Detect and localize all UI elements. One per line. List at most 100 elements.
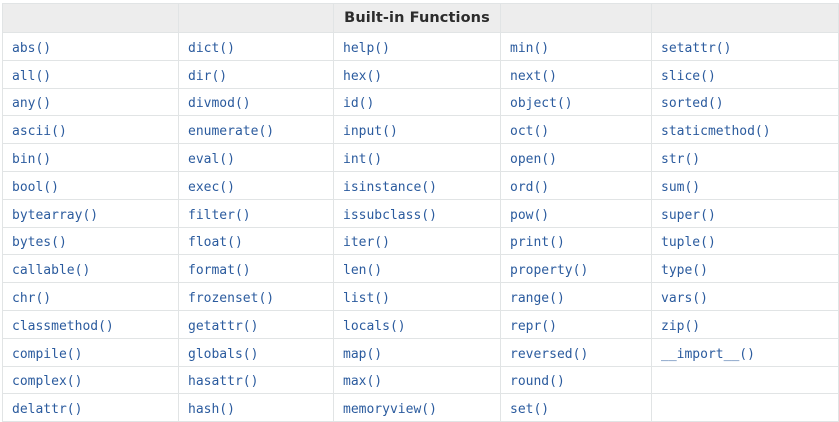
- builtin-function-link[interactable]: bin(): [12, 152, 52, 168]
- builtin-function-link[interactable]: input(): [343, 124, 398, 140]
- builtin-function-link[interactable]: delattr(): [12, 402, 83, 418]
- builtin-function-link[interactable]: help(): [343, 40, 390, 56]
- table-row: callable() format() len() property() type(): [2, 254, 839, 284]
- table-cell: isinstance(): [333, 170, 501, 200]
- builtin-function-link[interactable]: eval(): [188, 152, 235, 168]
- builtin-function-link[interactable]: dir(): [188, 68, 228, 84]
- builtin-function-link[interactable]: next(): [510, 68, 557, 84]
- builtin-function-link[interactable]: __import__(): [661, 346, 755, 362]
- builtin-function-link[interactable]: format(): [188, 263, 251, 279]
- table-cell: [651, 365, 839, 395]
- builtin-function-link[interactable]: staticmethod(): [661, 124, 771, 140]
- builtin-function-link[interactable]: tuple(): [661, 235, 716, 251]
- table-cell: zip(): [651, 309, 839, 339]
- table-cell: list(): [333, 282, 501, 311]
- builtin-function-link[interactable]: bytearray(): [12, 207, 99, 223]
- table-row: bin() eval() int() open() str(): [2, 143, 839, 172]
- table-cell: setattr(): [651, 32, 839, 61]
- table-cell: format(): [178, 254, 334, 284]
- builtin-function-link[interactable]: min(): [510, 40, 550, 56]
- builtin-function-link[interactable]: zip(): [661, 318, 701, 334]
- builtin-function-link[interactable]: hash(): [188, 402, 235, 418]
- table-cell: frozenset(): [178, 282, 334, 311]
- builtin-function-link[interactable]: pow(): [510, 207, 550, 223]
- builtin-function-link[interactable]: globals(): [188, 346, 259, 362]
- builtin-function-link[interactable]: frozenset(): [188, 291, 275, 307]
- table-cell: reversed(): [500, 337, 652, 367]
- builtin-function-link[interactable]: ord(): [510, 179, 550, 195]
- table-cell: len(): [333, 254, 501, 284]
- builtin-function-link[interactable]: object(): [510, 96, 573, 112]
- table-row: delattr() hash() memoryview() set(): [2, 393, 839, 422]
- table-row: bytes() float() iter() print() tuple(): [2, 226, 839, 256]
- builtin-function-link[interactable]: list(): [343, 291, 390, 307]
- builtin-function-link[interactable]: hasattr(): [188, 374, 259, 390]
- builtin-function-link[interactable]: hex(): [343, 68, 383, 84]
- builtin-function-link[interactable]: compile(): [12, 346, 83, 362]
- builtin-function-link[interactable]: bool(): [12, 179, 59, 195]
- table-cell: sum(): [651, 170, 839, 200]
- builtin-function-link[interactable]: type(): [661, 263, 708, 279]
- builtin-function-link[interactable]: map(): [343, 346, 383, 362]
- builtin-function-link[interactable]: oct(): [510, 124, 550, 140]
- builtin-function-link[interactable]: getattr(): [188, 318, 259, 334]
- builtin-function-link[interactable]: issubclass(): [343, 207, 437, 223]
- builtin-function-link[interactable]: float(): [188, 235, 243, 251]
- builtin-function-link[interactable]: bytes(): [12, 235, 67, 251]
- builtin-function-link[interactable]: chr(): [12, 291, 52, 307]
- table-cell: any(): [2, 87, 179, 117]
- builtin-function-link[interactable]: all(): [12, 68, 52, 84]
- builtin-function-link[interactable]: property(): [510, 263, 589, 279]
- table-cell: object(): [500, 87, 652, 117]
- builtin-function-link[interactable]: open(): [510, 152, 557, 168]
- builtin-function-link[interactable]: int(): [343, 152, 383, 168]
- builtin-function-link[interactable]: str(): [661, 152, 701, 168]
- builtin-function-link[interactable]: complex(): [12, 374, 83, 390]
- builtin-function-link[interactable]: memoryview(): [343, 402, 437, 418]
- builtin-function-link[interactable]: any(): [12, 96, 52, 112]
- table-cell: next(): [500, 59, 652, 89]
- table-cell: bool(): [2, 170, 179, 200]
- builtin-function-link[interactable]: slice(): [661, 68, 716, 84]
- builtin-function-link[interactable]: divmod(): [188, 96, 251, 112]
- builtin-function-link[interactable]: setattr(): [661, 40, 732, 56]
- builtin-function-link[interactable]: id(): [343, 96, 375, 112]
- table-cell: ord(): [500, 170, 652, 200]
- builtin-function-link[interactable]: exec(): [188, 179, 235, 195]
- builtin-function-link[interactable]: locals(): [343, 318, 406, 334]
- table-cell: dict(): [178, 32, 334, 61]
- builtin-function-link[interactable]: iter(): [343, 235, 390, 251]
- table-cell: dir(): [178, 59, 334, 89]
- builtin-function-link[interactable]: set(): [510, 402, 550, 418]
- table-cell: oct(): [500, 115, 652, 145]
- table-cell: print(): [500, 226, 652, 256]
- table-cell: abs(): [2, 32, 179, 61]
- builtin-functions-table: Built-in Functions abs()dict()help()min(…: [2, 3, 839, 422]
- builtin-function-link[interactable]: isinstance(): [343, 179, 437, 195]
- table-cell: set(): [500, 393, 652, 422]
- builtin-function-link[interactable]: callable(): [12, 263, 91, 279]
- builtin-function-link[interactable]: dict(): [188, 40, 235, 56]
- builtin-function-link[interactable]: sum(): [661, 179, 701, 195]
- builtin-function-link[interactable]: enumerate(): [188, 124, 275, 140]
- builtin-function-link[interactable]: ascii(): [12, 124, 67, 140]
- builtin-function-link[interactable]: abs(): [12, 40, 52, 56]
- builtin-function-link[interactable]: sorted(): [661, 96, 724, 112]
- builtin-function-link[interactable]: max(): [343, 374, 383, 390]
- builtin-function-link[interactable]: repr(): [510, 318, 557, 334]
- table-cell: bytes(): [2, 226, 179, 256]
- table-cell: max(): [333, 365, 501, 395]
- builtin-function-link[interactable]: reversed(): [510, 346, 589, 362]
- builtin-function-link[interactable]: print(): [510, 235, 565, 251]
- builtin-function-link[interactable]: super(): [661, 207, 716, 223]
- builtin-function-link[interactable]: round(): [510, 374, 565, 390]
- table-cell: str(): [651, 143, 839, 172]
- table-cell: slice(): [651, 59, 839, 89]
- builtin-function-link[interactable]: classmethod(): [12, 318, 114, 334]
- builtin-function-link[interactable]: filter(): [188, 207, 251, 223]
- table-cell: __import__(): [651, 337, 839, 367]
- builtin-function-link[interactable]: range(): [510, 291, 565, 307]
- builtin-function-link[interactable]: len(): [343, 263, 383, 279]
- builtin-function-link[interactable]: vars(): [661, 291, 708, 307]
